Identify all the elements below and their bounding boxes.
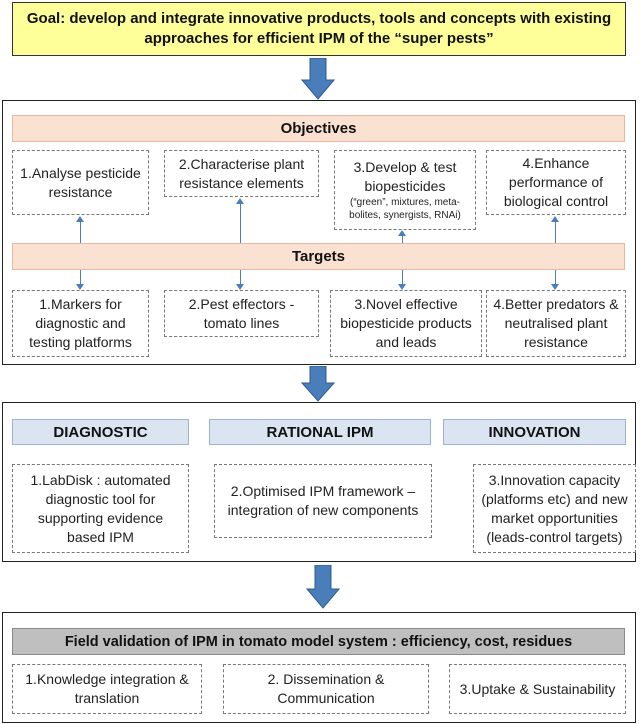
rational-ipm-header: RATIONAL IPM: [209, 419, 431, 445]
arrowhead-2-down: [236, 284, 244, 290]
rational-ipm-box: 2.Optimised IPM framework – integration …: [214, 464, 432, 538]
connector-3-up: [402, 236, 403, 243]
objective-box-2: 2.Characterise plant resistance elements: [164, 150, 319, 197]
down-arrow-1: [301, 58, 335, 100]
objective-box-4: 4.Enhance performance of biological cont…: [486, 150, 626, 215]
diagnostic-box: 1.LabDisk : automated diagnostic tool fo…: [12, 464, 189, 553]
arrowhead-1-down: [76, 284, 84, 290]
objective-3-subtext: (“green”, mixtures, meta-bolites, synerg…: [349, 197, 461, 221]
connector-3-down: [402, 270, 403, 284]
arrowhead-3-up: [398, 230, 406, 236]
connector-2-up: [240, 204, 241, 243]
innovation-header: INNOVATION: [443, 419, 626, 445]
target-box-1: 1.Markers for diagnostic and testing pla…: [12, 290, 149, 357]
connector-4-up: [555, 222, 556, 243]
arrowhead-3-down: [398, 284, 406, 290]
target-box-3: 3.Novel effective biopesticide products …: [330, 290, 482, 357]
arrowhead-1-up: [76, 216, 84, 222]
diagnostic-header: DIAGNOSTIC: [12, 419, 189, 445]
arrowhead-4-down: [551, 284, 559, 290]
arrowhead-2-up: [236, 198, 244, 204]
down-arrow-2: [301, 366, 335, 402]
field-validation-header: Field validation of IPM in tomato model …: [12, 628, 625, 655]
connector-1-down: [80, 270, 81, 284]
goal-box: Goal: develop and integrate innovative p…: [12, 2, 626, 56]
objective-box-3: 3.Develop & test biopesticides (“green”,…: [334, 150, 476, 230]
objectives-header: Objectives: [12, 115, 625, 142]
connector-4-down: [555, 270, 556, 284]
innovation-box: 3.Innovation capacity (platforms etc) an…: [473, 464, 636, 553]
goal-text: Goal: develop and integrate innovative p…: [26, 10, 612, 47]
target-box-2: 2.Pest effectors - tomato lines: [164, 290, 319, 337]
arrowhead-4-up: [551, 216, 559, 222]
field-box-2: 2. Dissemination & Communication: [223, 664, 429, 714]
connector-1-up: [80, 222, 81, 243]
connector-2-down: [240, 270, 241, 284]
target-box-4: 4.Better predators & neutralised plant r…: [486, 290, 626, 357]
field-box-1: 1.Knowledge integration & translation: [12, 664, 202, 714]
field-box-3: 3.Uptake & Sustainability: [449, 664, 626, 714]
down-arrow-3: [306, 565, 340, 609]
objective-box-1: 1.Analyse pesticide resistance: [12, 150, 149, 215]
targets-header: Targets: [12, 243, 625, 270]
